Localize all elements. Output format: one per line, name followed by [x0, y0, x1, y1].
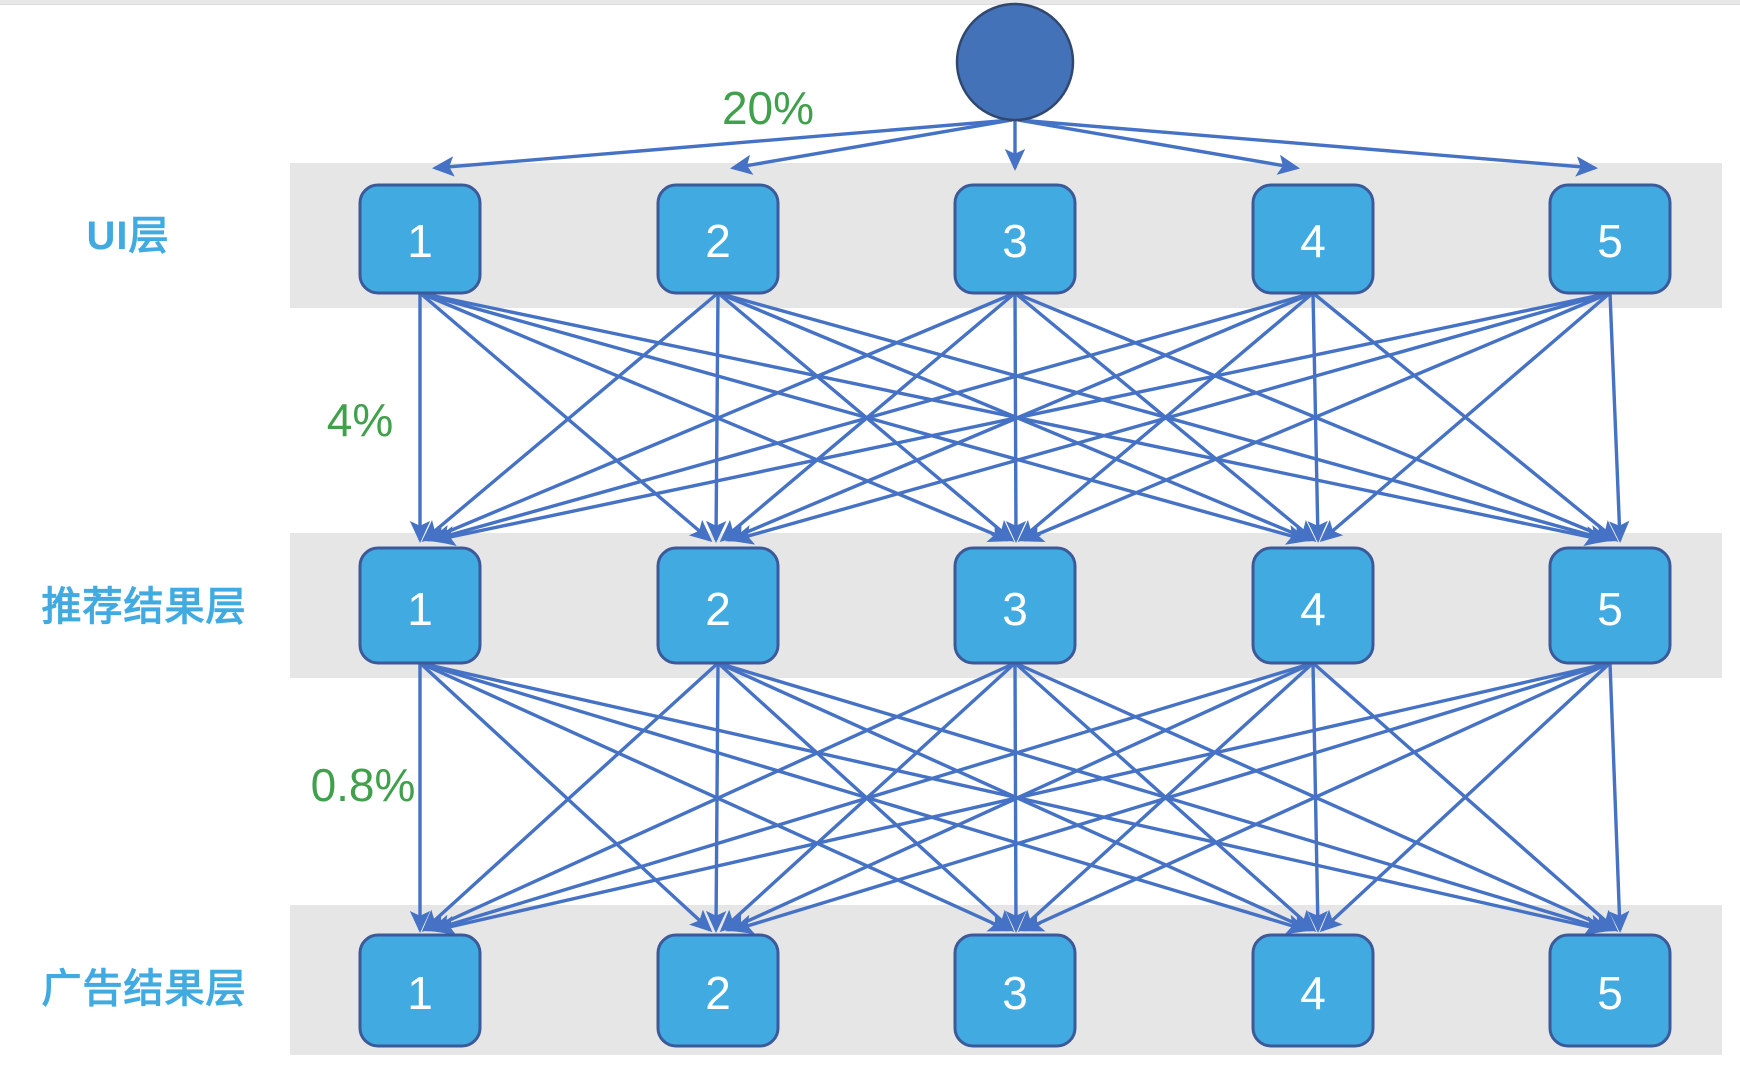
- node-recommend-3[interactable]: 3: [953, 546, 1077, 665]
- node-recommend-5[interactable]: 5: [1548, 546, 1672, 665]
- node-ui-3[interactable]: 3: [953, 183, 1077, 295]
- layer-label-ui: UI层: [87, 214, 170, 258]
- node-ad-1[interactable]: 1: [358, 933, 482, 1048]
- node-ad-4-label: 4: [1300, 967, 1326, 1019]
- node-ui-5[interactable]: 5: [1548, 183, 1672, 295]
- node-ad-5-label: 5: [1597, 967, 1623, 1019]
- percent-label-ui-to-recommend: 4%: [327, 394, 393, 446]
- layer-recommend-nodes: 1 2 3 4 5: [358, 546, 1672, 665]
- node-ad-5[interactable]: 5: [1548, 933, 1672, 1048]
- node-ui-4-label: 4: [1300, 215, 1326, 267]
- node-ui-1-label: 1: [407, 215, 433, 267]
- node-ui-2-label: 2: [705, 215, 731, 267]
- node-ad-2-label: 2: [705, 967, 731, 1019]
- node-recommend-2[interactable]: 2: [656, 546, 780, 665]
- edges-recommend-to-ad: [409, 661, 1630, 936]
- layer-label-ad: 广告结果层: [42, 967, 247, 1011]
- layer-ad-nodes: 1 2 3 4 5: [358, 933, 1672, 1048]
- top-divider: [0, 0, 1740, 5]
- node-ad-1-label: 1: [407, 967, 433, 1019]
- percent-label-root-to-ui: 20%: [722, 82, 814, 134]
- node-ui-2[interactable]: 2: [656, 183, 780, 295]
- node-ad-3[interactable]: 3: [953, 933, 1077, 1048]
- node-recommend-1[interactable]: 1: [358, 546, 482, 665]
- node-ui-3-label: 3: [1002, 215, 1028, 267]
- layer-ui-nodes: 1 2 3 4 5: [358, 183, 1672, 295]
- node-ad-4[interactable]: 4: [1251, 933, 1375, 1048]
- node-ui-4[interactable]: 4: [1251, 183, 1375, 295]
- node-recommend-4[interactable]: 4: [1251, 546, 1375, 665]
- node-recommend-5-label: 5: [1597, 583, 1623, 635]
- node-recommend-1-label: 1: [407, 583, 433, 635]
- node-ad-2[interactable]: 2: [656, 933, 780, 1048]
- edges-ui-to-recommend: [409, 291, 1630, 547]
- root-node[interactable]: [955, 2, 1075, 122]
- edges-root-to-ui: [431, 118, 1599, 177]
- node-recommend-4-label: 4: [1300, 583, 1326, 635]
- node-recommend-2-label: 2: [705, 583, 731, 635]
- node-ad-3-label: 3: [1002, 967, 1028, 1019]
- node-recommend-3-label: 3: [1002, 583, 1028, 635]
- percent-label-recommend-to-ad: 0.8%: [311, 759, 416, 811]
- node-ui-5-label: 5: [1597, 215, 1623, 267]
- node-ui-1[interactable]: 1: [358, 183, 482, 295]
- layer-label-recommend: 推荐结果层: [42, 585, 247, 629]
